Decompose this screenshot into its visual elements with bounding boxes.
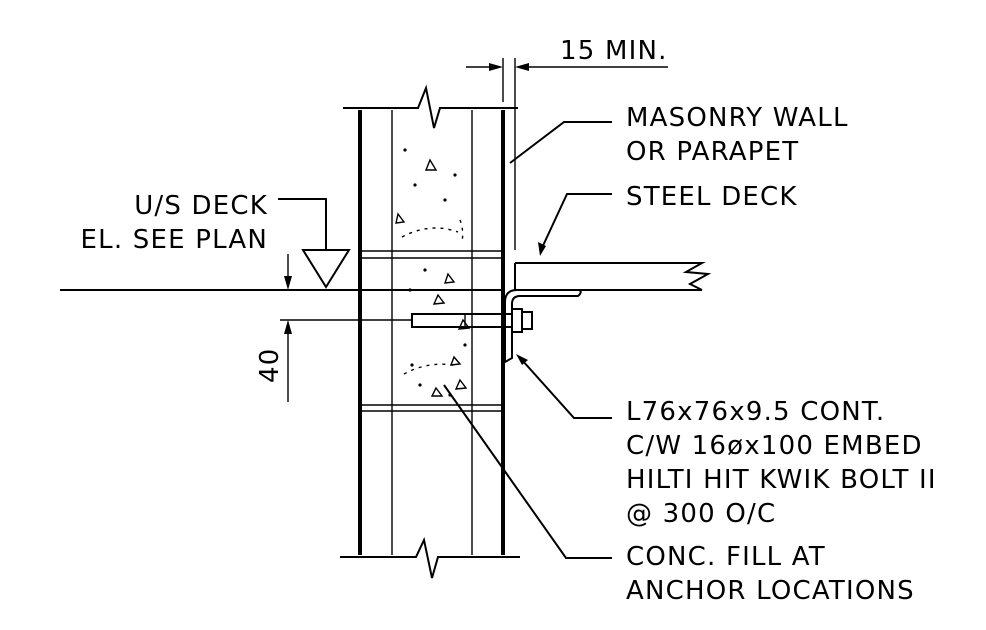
bolt-washer bbox=[511, 308, 523, 333]
steel-angle bbox=[504, 289, 582, 364]
gap-dimension: 15 MIN. bbox=[466, 36, 668, 250]
fill-label-line-1: CONC. FILL AT bbox=[626, 542, 826, 572]
steel-deck-label: STEEL DECK bbox=[626, 182, 798, 212]
break-line-bottom bbox=[340, 536, 520, 579]
elevation-leader bbox=[278, 198, 327, 250]
aggregate-mark bbox=[432, 293, 446, 305]
offset-dimension: 40 bbox=[255, 254, 292, 402]
aggregate-mark bbox=[443, 272, 456, 284]
aggregate-mark bbox=[449, 355, 462, 366]
angle-label-line-2: C/W 16øx100 EMBED bbox=[626, 431, 923, 461]
level-symbol: U/S DECK EL. SEE PLAN bbox=[81, 191, 351, 289]
callout-labels: MASONRY WALL OR PARAPET STEEL DECK L76x7… bbox=[626, 103, 937, 606]
callout-leaders bbox=[443, 121, 612, 559]
wall-label-line-1: MASONRY WALL bbox=[626, 103, 849, 133]
fill-callout-leader bbox=[443, 384, 612, 559]
concrete-fill-hatch bbox=[395, 148, 471, 397]
offset-dimension-label: 40 bbox=[255, 348, 285, 383]
deck-callout-arrow bbox=[538, 242, 546, 256]
aggregate-dot bbox=[453, 173, 457, 177]
deck-elevation-line-2: EL. SEE PLAN bbox=[81, 225, 268, 255]
elevation-triangle-marker bbox=[301, 249, 351, 289]
deck-break-line bbox=[682, 262, 712, 291]
break-line-top bbox=[343, 84, 518, 129]
wall-callout-leader bbox=[509, 121, 612, 164]
bolt-nut bbox=[521, 311, 533, 330]
angle-label-line-1: L76x76x9.5 CONT. bbox=[626, 397, 885, 427]
aggregate-mark bbox=[424, 158, 438, 171]
gap-dimension-label: 15 MIN. bbox=[560, 36, 668, 66]
deck-elevation-line-1: U/S DECK bbox=[134, 191, 268, 221]
aggregate-dot bbox=[423, 268, 427, 272]
aggregate-mark bbox=[457, 318, 471, 330]
aggregate-dot bbox=[410, 363, 414, 367]
aggregate-mark bbox=[430, 386, 444, 397]
aggregate-mark bbox=[454, 378, 468, 390]
deck-callout-leader bbox=[540, 193, 612, 251]
aggregate-dot bbox=[418, 383, 422, 387]
aggregate-dot bbox=[403, 148, 407, 152]
aggregate-mark bbox=[395, 212, 406, 224]
angle-profile bbox=[504, 289, 582, 364]
angle-callout-leader bbox=[521, 359, 612, 419]
fill-texture bbox=[401, 219, 464, 243]
masonry-wall bbox=[340, 84, 520, 579]
angle-label-line-4: @ 300 O/C bbox=[626, 499, 776, 529]
wall-label-line-2: OR PARAPET bbox=[626, 137, 799, 167]
aggregate-dot bbox=[413, 183, 417, 187]
angle-label-line-3: HILTI HIT KWIK BOLT II bbox=[626, 465, 937, 495]
angle-callout-arrow bbox=[516, 354, 528, 365]
steel-deck bbox=[514, 262, 712, 291]
fill-label-line-2: ANCHOR LOCATIONS bbox=[626, 576, 915, 606]
bolt-shank bbox=[411, 313, 513, 328]
aggregate-dot bbox=[443, 198, 447, 202]
dimension-arrow-down bbox=[284, 276, 292, 290]
elevation-lines bbox=[60, 289, 505, 321]
dimension-arrow-left bbox=[515, 63, 529, 71]
aggregate-dot bbox=[463, 343, 467, 347]
dimension-arrow-right bbox=[489, 63, 503, 71]
